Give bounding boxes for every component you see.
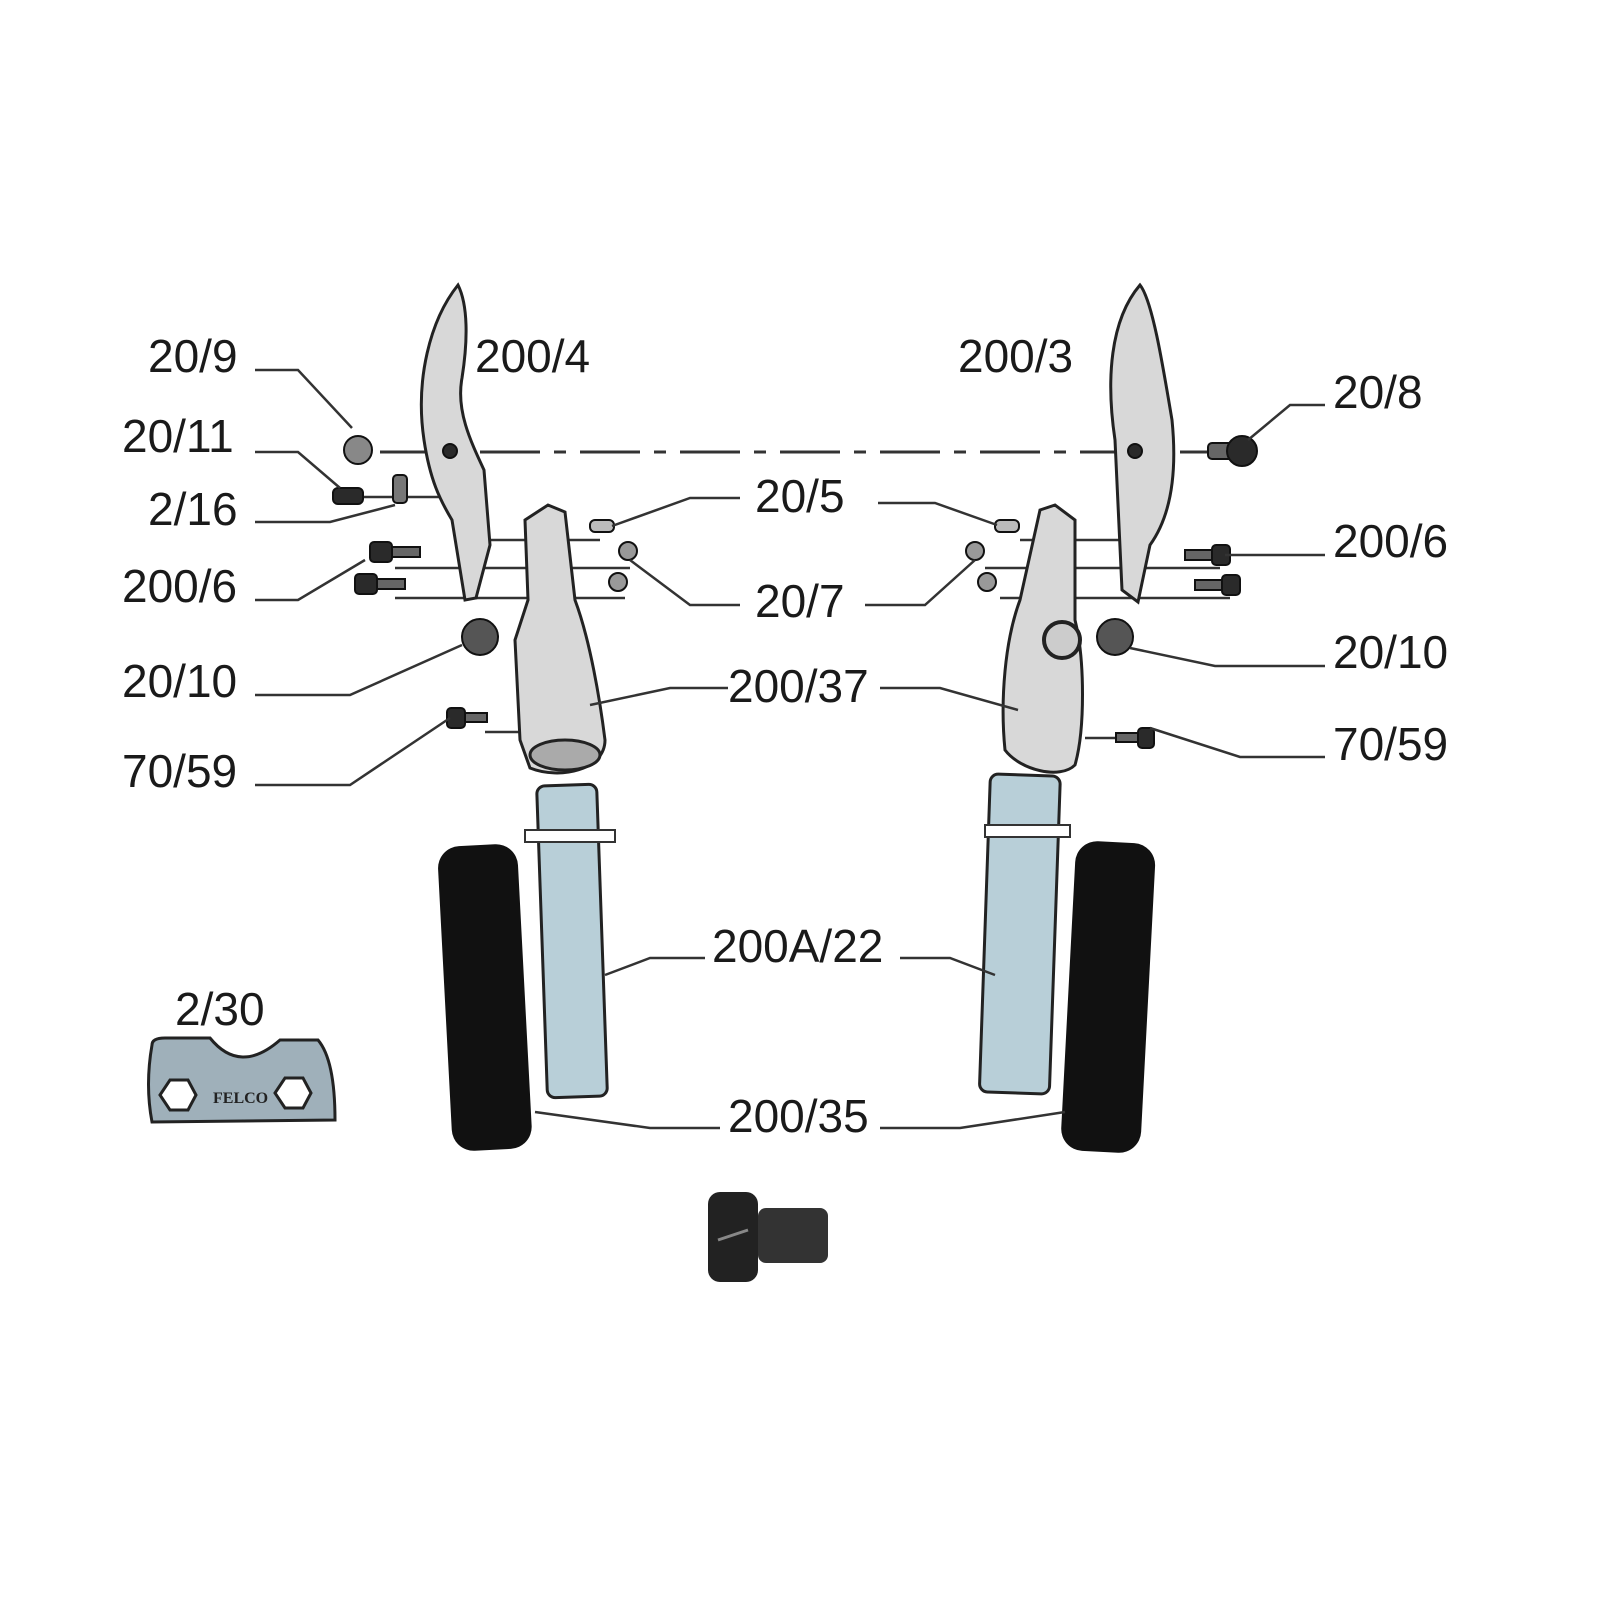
- screw-200-6-a: [369, 541, 393, 563]
- blade-200-4: [419, 282, 492, 602]
- label-20-10-left: 20/10: [122, 655, 237, 707]
- label-200-4: 200/4: [475, 330, 590, 382]
- label-200A-22: 200A/22: [712, 920, 883, 972]
- hex-hole-left: [158, 1078, 198, 1112]
- screw-200-6-b: [354, 573, 378, 595]
- label-200-6-right: 200/6: [1333, 515, 1448, 567]
- label-200-37: 200/37: [728, 660, 869, 712]
- blade-200-3: [1109, 282, 1176, 605]
- label-20-8: 20/8: [1333, 366, 1423, 418]
- nut-20-7-d: [977, 572, 997, 592]
- nut-20-7-b: [608, 572, 628, 592]
- label-20-7: 20/7: [755, 575, 845, 627]
- adjusting-screw-thread: [758, 1208, 828, 1263]
- pin-20-5-left: [589, 519, 615, 533]
- bolt-20-8-head: [1226, 435, 1258, 467]
- screw-70-59-right: [1137, 727, 1155, 749]
- handle-socket: [528, 738, 602, 772]
- felco-logo: FELCO: [213, 1090, 268, 1107]
- grip-200-35-right: [1061, 841, 1156, 1153]
- blade-pivot-hole-right: [1127, 443, 1143, 459]
- label-200-6-left: 200/6: [122, 560, 237, 612]
- nut-20-7-a: [618, 541, 638, 561]
- nut-20-7-c: [965, 541, 985, 561]
- label-70-59-right: 70/59: [1333, 718, 1448, 770]
- label-20-11: 20/11: [122, 410, 234, 462]
- spring-20-10-right: [1096, 618, 1134, 656]
- screw-200-6-d: [1221, 574, 1241, 596]
- part-labels: 20/9 200/4 20/11 2/16 200/6 20/10 70/59 …: [122, 330, 1448, 1142]
- label-20-10-right: 20/10: [1333, 626, 1448, 678]
- spring-20-10-left: [461, 618, 499, 656]
- pin-20-5-right: [994, 519, 1020, 533]
- hex-hole-right: [273, 1076, 313, 1110]
- washer-2-16: [392, 474, 408, 504]
- leader-lines: [255, 368, 1325, 1130]
- blade-pivot-hole: [442, 443, 458, 459]
- tube-ring-right: [984, 824, 1071, 838]
- nut-20-9: [343, 435, 373, 465]
- tube-200A-22-left: [535, 782, 609, 1100]
- handle-200-37-left: [513, 503, 607, 775]
- adjusting-screw-head: [708, 1192, 758, 1282]
- label-70-59-left: 70/59: [122, 745, 237, 797]
- label-2-30: 2/30: [175, 983, 265, 1035]
- label-2-16: 2/16: [148, 483, 238, 535]
- tube-ring-left: [524, 829, 616, 843]
- label-200-3: 200/3: [958, 330, 1073, 382]
- spring-seat: [1042, 620, 1082, 660]
- label-20-5: 20/5: [755, 470, 845, 522]
- label-20-9: 20/9: [148, 330, 238, 382]
- grip-200-35-left: [438, 844, 532, 1151]
- bolt-20-11: [332, 487, 364, 505]
- tube-200A-22-right: [978, 772, 1062, 1096]
- fasteners: [332, 435, 1258, 749]
- label-200-35: 200/35: [728, 1090, 869, 1142]
